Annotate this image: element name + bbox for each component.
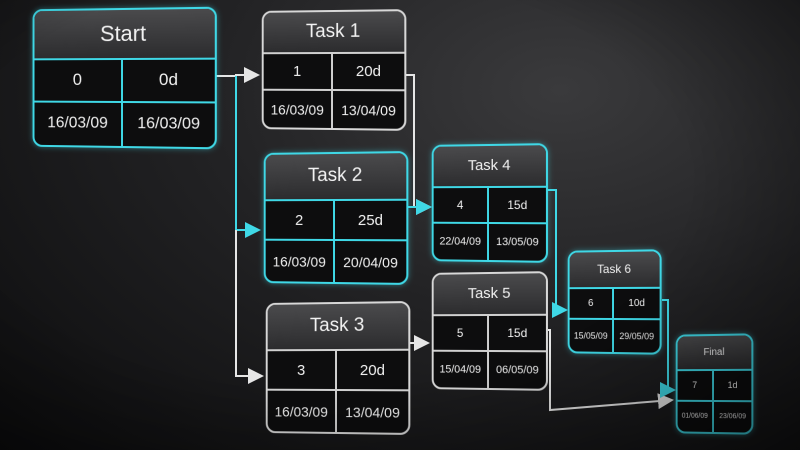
node-start: Start 0 0d 16/03/09 16/03/09 <box>33 7 217 150</box>
node-duration: 20d <box>333 54 404 91</box>
node-title: Task 5 <box>434 273 546 316</box>
node-start-date: 16/03/09 <box>264 91 333 128</box>
node-id: 2 <box>266 201 335 242</box>
link-task6-final <box>662 300 674 390</box>
node-end-date: 29/05/09 <box>614 320 660 352</box>
node-end-date: 16/03/09 <box>123 103 215 147</box>
node-start-date: 01/06/09 <box>678 401 714 432</box>
link-task4-task6 <box>546 190 566 310</box>
node-final: Final 7 1d 01/06/09 23/06/09 <box>676 333 754 434</box>
node-task-6: Task 6 6 10d 15/05/09 29/05/09 <box>568 249 662 355</box>
node-title: Task 1 <box>264 11 405 54</box>
node-id: 1 <box>264 54 333 91</box>
node-title: Final <box>678 335 752 371</box>
node-title: Task 3 <box>268 303 409 351</box>
node-title: Task 4 <box>434 145 546 188</box>
node-end-date: 20/04/09 <box>335 241 406 283</box>
node-start-date: 16/03/09 <box>34 102 123 146</box>
node-title: Task 2 <box>266 153 407 201</box>
node-title: Task 6 <box>570 251 660 288</box>
node-id: 7 <box>678 371 714 401</box>
node-id: 6 <box>570 289 614 321</box>
node-end-date: 23/06/09 <box>714 402 751 433</box>
node-duration: 15d <box>489 187 546 224</box>
node-duration: 10d <box>614 288 660 320</box>
link-start-task1 <box>214 75 258 76</box>
node-duration: 1d <box>714 371 751 402</box>
node-task-5: Task 5 5 15d 15/04/09 06/05/09 <box>432 271 548 391</box>
node-start-date: 15/04/09 <box>434 352 489 388</box>
node-duration: 15d <box>489 315 546 352</box>
node-id: 5 <box>434 316 489 352</box>
node-id: 4 <box>434 188 489 224</box>
node-task-3: Task 3 3 20d 16/03/09 13/04/09 <box>266 301 411 435</box>
node-id: 0 <box>34 60 123 103</box>
node-task-2: Task 2 2 25d 16/03/09 20/04/09 <box>264 151 409 285</box>
node-start-date: 22/04/09 <box>434 224 489 260</box>
node-start-date: 16/03/09 <box>268 391 337 432</box>
node-end-date: 13/04/09 <box>333 91 404 129</box>
node-end-date: 06/05/09 <box>489 352 546 389</box>
node-start-date: 15/05/09 <box>570 320 614 352</box>
node-duration: 20d <box>337 350 408 391</box>
node-duration: 25d <box>335 200 406 241</box>
node-end-date: 13/04/09 <box>337 391 408 433</box>
node-task-4: Task 4 4 15d 22/04/09 13/05/09 <box>432 143 548 263</box>
node-title: Start <box>34 9 214 60</box>
node-duration: 0d <box>123 59 215 103</box>
node-task-1: Task 1 1 20d 16/03/09 13/04/09 <box>262 9 407 131</box>
node-id: 3 <box>268 351 337 392</box>
node-end-date: 13/05/09 <box>489 224 546 261</box>
link-start-task2 <box>236 76 259 230</box>
link-start-task3 <box>236 230 262 376</box>
node-start-date: 16/03/09 <box>266 241 335 282</box>
